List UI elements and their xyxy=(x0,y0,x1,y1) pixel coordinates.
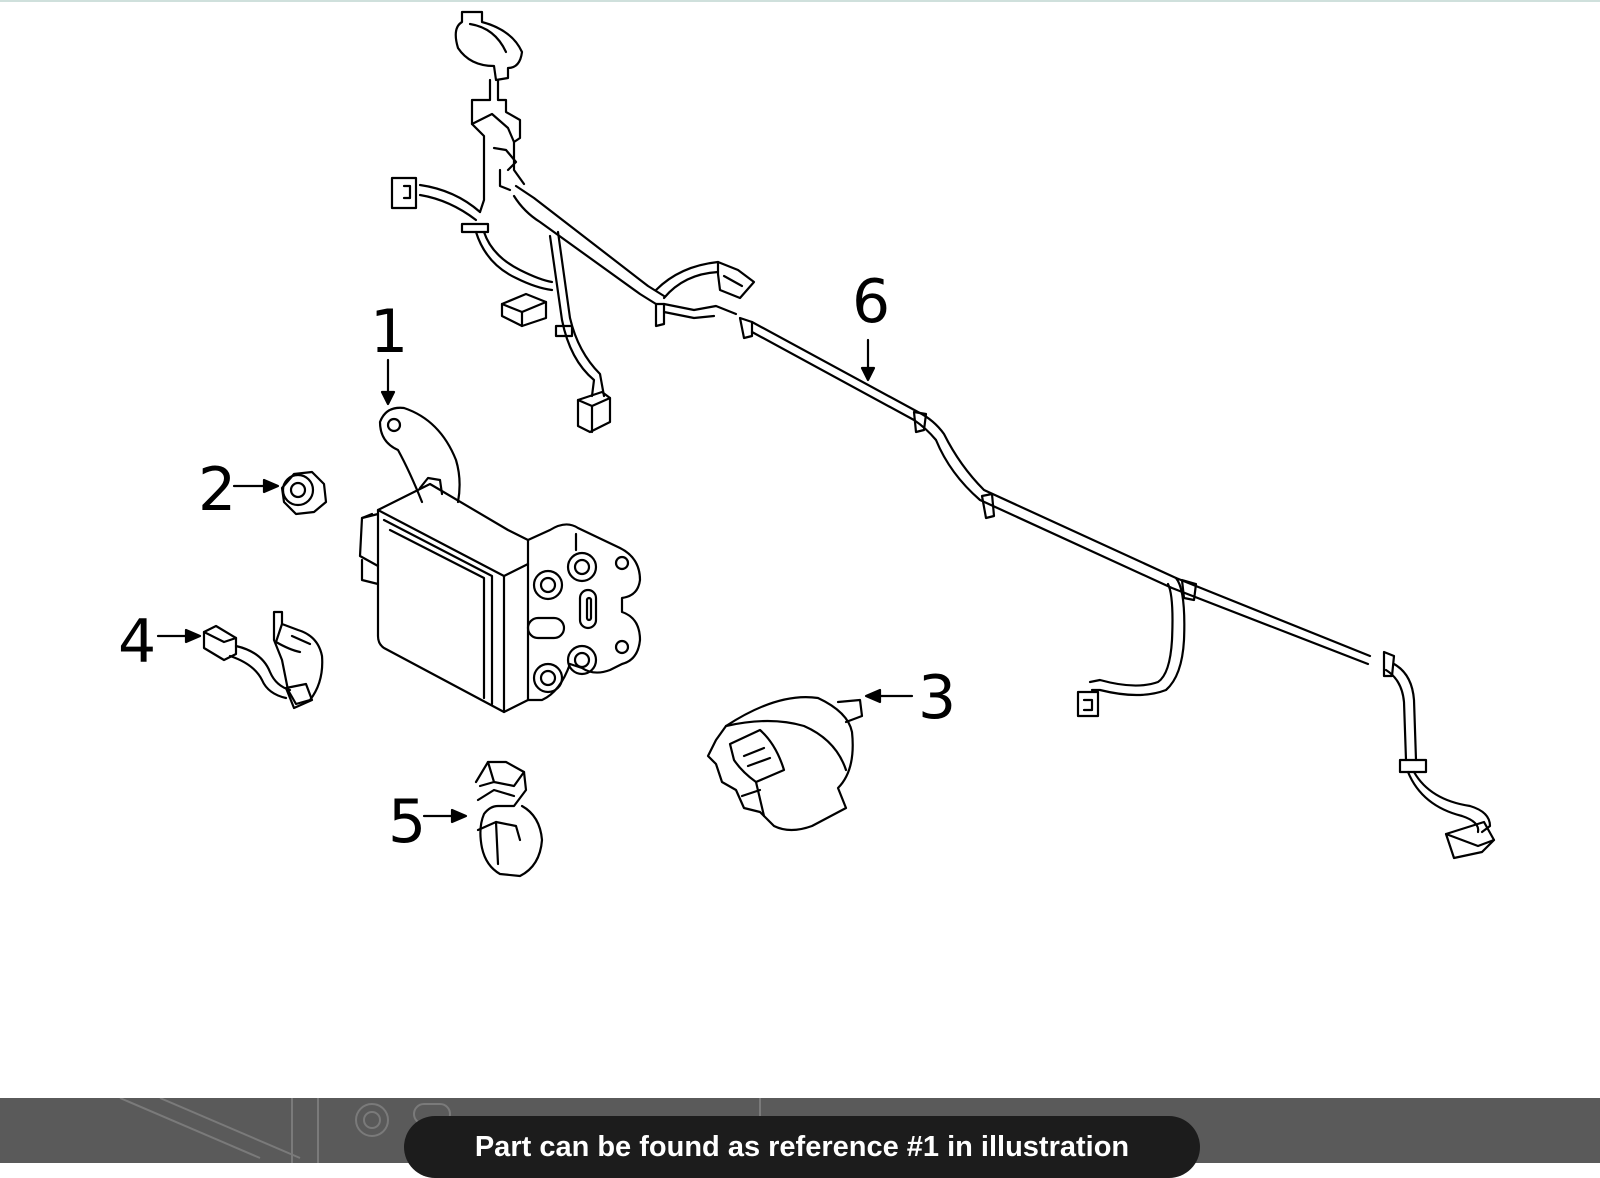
reference-label-3: 3 xyxy=(918,663,956,733)
parts-illustration: 1 2 3 4 5 6 xyxy=(118,10,1496,878)
reference-label-1: 1 xyxy=(370,297,408,367)
sensor-pigtail-part-4[interactable] xyxy=(202,610,324,710)
reference-label-5: 5 xyxy=(388,787,426,857)
top-rule xyxy=(0,0,1600,2)
sensor-clip-part-5[interactable] xyxy=(474,760,544,878)
reference-label-6: 6 xyxy=(852,267,890,337)
nut-part-2[interactable] xyxy=(280,470,328,516)
reference-label-2: 2 xyxy=(198,455,236,525)
reference-label-4: 4 xyxy=(118,607,156,677)
connector-part-3[interactable] xyxy=(706,696,864,832)
leader-arrows xyxy=(156,338,914,824)
wiring-harness-part-6[interactable] xyxy=(390,10,1496,860)
footer-message-pill: Part can be found as reference #1 in ill… xyxy=(404,1116,1200,1178)
footer-message: Part can be found as reference #1 in ill… xyxy=(474,1131,1130,1163)
radar-module-part-1[interactable] xyxy=(358,406,642,714)
